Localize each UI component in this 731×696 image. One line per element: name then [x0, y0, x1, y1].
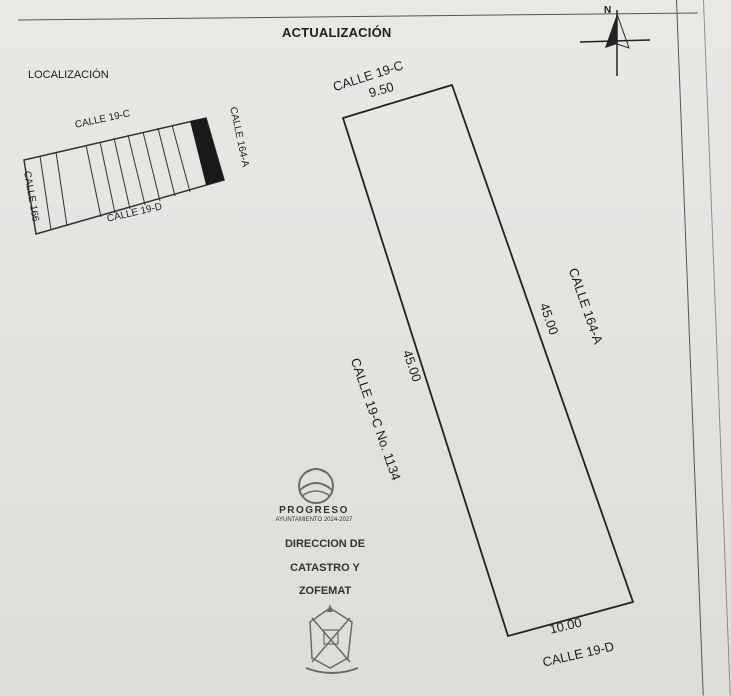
location-map: [23, 117, 225, 235]
stamp-line1: DIRECCION DE: [284, 538, 366, 550]
highlighted-lot: [190, 118, 224, 185]
progreso-logo: [298, 468, 334, 504]
stamp-tagline: AYUNTAMIENTO 2024-2027: [275, 517, 353, 523]
plot-outline: [341, 83, 635, 638]
stamp-line2: CATASTRO Y: [290, 562, 360, 574]
location-title: LOCALIZACIÓN: [28, 69, 109, 81]
page-title: ACTUALIZACIÓN: [282, 25, 392, 40]
stamp-brand: PROGRESO: [279, 505, 349, 516]
stamp-line3: ZOFEMAT: [298, 585, 352, 597]
coat-of-arms-seal: [305, 604, 359, 674]
north-arrow-icon: [579, 10, 651, 76]
north-label: N: [604, 5, 612, 16]
